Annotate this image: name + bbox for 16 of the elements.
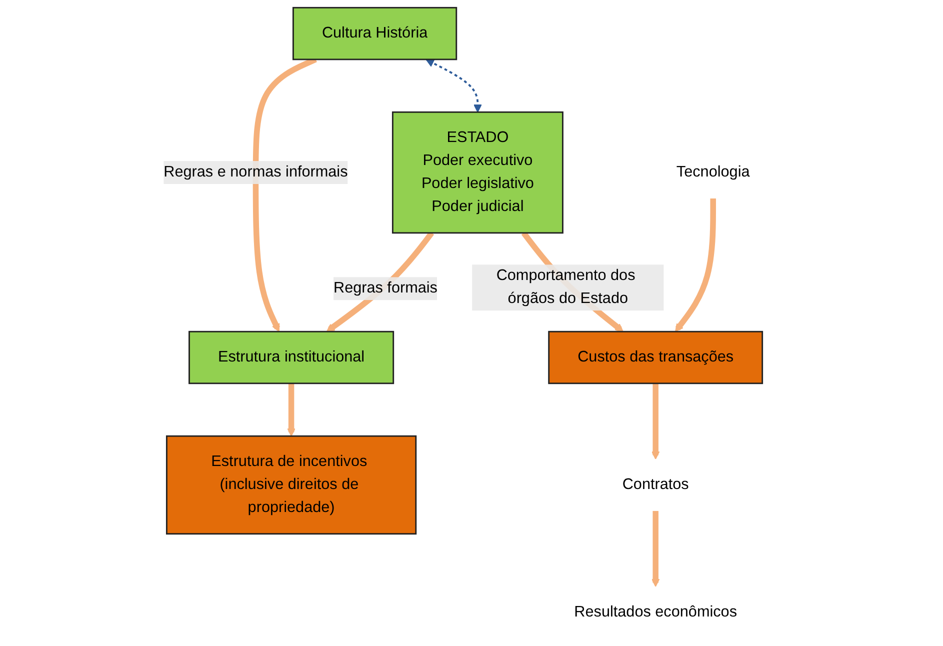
edge-label: Regras e normas informais <box>164 164 348 180</box>
arrow <box>287 383 296 436</box>
node-box: Cultura História <box>292 6 458 60</box>
node-box: Estrutura institucional <box>188 330 394 384</box>
edge-label: Regras formais <box>334 280 438 296</box>
node-text: Resultados econômicos <box>574 604 738 620</box>
arrow <box>426 59 482 113</box>
node-text: Contratos <box>622 476 690 493</box>
edge-label: Comportamento dos órgãos do Estado <box>496 267 636 307</box>
node-box: Estrutura de incentivos (inclusive direitos de propriedade) <box>166 435 418 535</box>
node-box: Custos das transações <box>548 330 764 384</box>
arrow <box>652 383 660 460</box>
node-text: Tecnologia <box>676 164 750 180</box>
arrow <box>675 198 716 332</box>
node-box: ESTADO Poder executivo Poder legislativo Poder judicial <box>392 111 564 234</box>
arrow <box>652 510 660 587</box>
